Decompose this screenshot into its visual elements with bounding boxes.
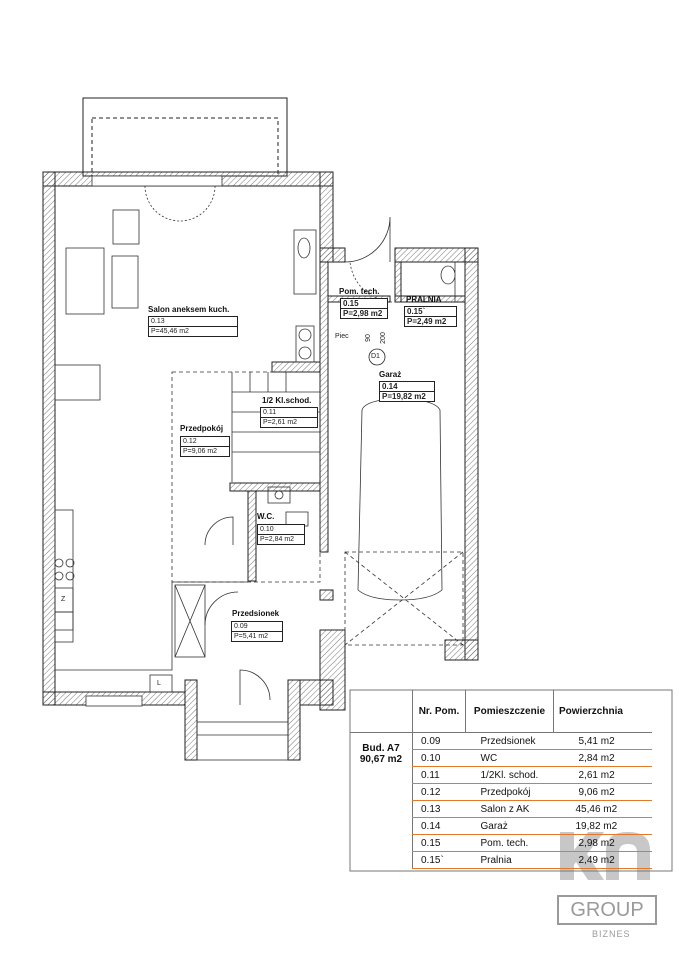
cell-room: WC [465,749,554,767]
cell-area: 45,46 m2 [553,800,652,818]
cell-area: 2,84 m2 [553,749,652,767]
room-area: P=2,98 m2 [341,308,387,318]
logo-group: GROUP [557,895,657,925]
fridge-label: Z [61,596,66,603]
building-name: Bud. A7 [362,743,400,754]
room-area: P=2,84 m2 [258,534,304,544]
room-name-pralnia: PRALNIA [406,295,442,304]
piec-label: Piec [335,333,349,340]
room-name-wc: W.C. [257,512,275,521]
cell-room: Salon z AK [465,800,554,818]
room-area: P=5,41 m2 [232,631,282,641]
room-area: P=2,61 m2 [261,417,317,427]
room-name-salon: Salon aneksem kuch. [148,305,230,314]
cell-area: 5,41 m2 [553,732,652,750]
door-label-d1: D1 [371,353,380,360]
cell-nr: 0.14 [412,817,466,835]
terrace [82,97,288,177]
room-number: 0.10 [260,526,274,533]
logo-biznes: BIZNES [592,929,631,939]
l-label: L [157,680,161,687]
room-number: 0.15` [407,307,426,316]
cell-area: 9,06 m2 [553,783,652,801]
table-header-room: Pomieszczenie [465,690,554,733]
cell-nr: 0.11 [412,766,466,784]
table-header-nr: Nr. Pom. [412,690,466,733]
room-number: 0.12 [183,438,197,445]
cell-room: Przedsionek [465,732,554,750]
room-box-pralnia: 0.15`P=2,49 m2 [404,306,457,327]
cell-room: Pom. tech. [465,834,554,852]
room-number: 0.09 [234,623,248,630]
cell-nr: 0.09 [412,732,466,750]
door-marker-circle [368,348,386,366]
cell-area: 2,61 m2 [553,766,652,784]
room-number: 0.13 [151,318,165,325]
cell-nr: 0.12 [412,783,466,801]
room-name-przedpokoj: Przedpokój [180,424,224,433]
cell-room: Pralnia [465,851,554,869]
room-area: P=19,82 m2 [380,391,434,401]
cell-area: 2,98 m2 [553,834,652,852]
room-area: P=2,49 m2 [405,316,456,326]
dim-90: 90 [364,334,372,342]
cell-nr: 0.15 [412,834,466,852]
cell-nr: 0.13 [412,800,466,818]
room-area: P=9,06 m2 [181,446,229,456]
table-header-area: Powierzchnia [553,690,652,733]
room-number: 0.14 [382,382,398,391]
room-number: 0.11 [263,409,277,416]
room-area: P=45,46 m2 [149,326,237,336]
room-name-pom-tech: Pom. tech. [339,287,380,296]
room-number: 0.15 [343,299,359,308]
room-name-garaz: Garaż [379,370,402,379]
cell-room: 1/2Kl. schod. [465,766,554,784]
cell-room: Przedpokój [465,783,554,801]
room-name-przedsionek: Przedsionek [232,609,280,618]
cell-area: 2,49 m2 [553,851,652,869]
room-area-table: Nr. Pom. Pomieszczenie Powierzchnia Bud.… [350,690,652,869]
cell-nr: 0.10 [412,749,466,767]
cell-room: Garaż [465,817,554,835]
building-total-area: 90,67 m2 [359,754,403,765]
room-name-schody: 1/2 Kl.schod. [262,396,312,405]
table-header-empty [350,690,413,733]
dim-200: 200 [379,332,387,344]
walls [42,171,479,761]
cell-nr: 0.15` [412,851,466,869]
cell-area: 19,82 m2 [553,817,652,835]
